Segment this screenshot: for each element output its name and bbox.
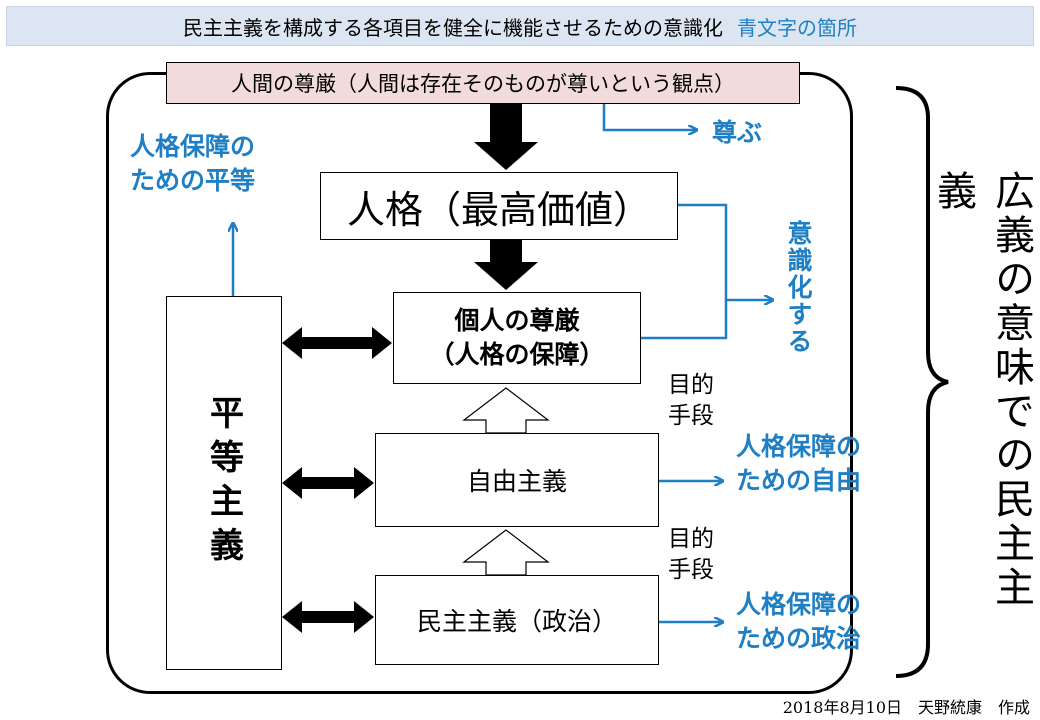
politics-purpose-label: 人格保障の ための政治 xyxy=(736,588,861,656)
liberalism-box: 自由主義 xyxy=(375,433,659,527)
purpose-2: 目的 xyxy=(668,526,714,552)
double-arrow-democracy xyxy=(282,601,374,633)
individual-dignity-line2: （人格の保障） xyxy=(429,340,605,369)
equality-purpose-line2: ための平等 xyxy=(130,165,256,195)
double-arrow-individual xyxy=(282,327,392,359)
democracy-politics-box: 民主主義（政治） xyxy=(375,575,659,665)
arrow-personality-to-individual xyxy=(474,240,538,290)
means-2: 手段 xyxy=(668,557,714,584)
purpose-means-1: 目的 手段 xyxy=(668,370,714,432)
individual-dignity-box: 個人の尊厳 （人格の保障） xyxy=(393,292,641,384)
personality-label: 人格（最高価値） xyxy=(346,187,651,232)
equality-box: 平等主義 xyxy=(166,296,282,670)
respect-label: 尊ぶ xyxy=(712,118,763,147)
human-dignity-label: 人間の尊厳（人間は存在そのものが尊いという観点） xyxy=(231,72,735,96)
arrow-liberalism-to-individual xyxy=(462,387,550,434)
arrow-dignity-to-personality xyxy=(474,104,538,170)
footer-credit: 2018年8月10日 天野統康 作成 xyxy=(782,698,1030,717)
individual-dignity-line1: 個人の尊厳 xyxy=(454,306,580,336)
purpose-1: 目的 xyxy=(668,372,714,398)
liberalism-label: 自由主義 xyxy=(466,467,567,496)
title-main: 民主主義を構成する各項目を健全に機能させるための意識化 xyxy=(183,15,723,40)
equality-purpose-line1: 人格保障の xyxy=(130,132,256,161)
become-conscious-text: 意識化する xyxy=(784,220,813,355)
arrow-democracy-to-liberalism xyxy=(462,529,550,576)
purpose-means-2: 目的 手段 xyxy=(668,524,714,586)
broad-democracy-label: 広義の意味での民主主義 xyxy=(930,170,1034,650)
title-blue-note: 青文字の箇所 xyxy=(737,15,857,40)
line-individual-conscious xyxy=(641,300,772,340)
politics-purpose-line2: ための政治 xyxy=(736,623,862,653)
means-1: 手段 xyxy=(668,403,714,430)
line-personality-conscious xyxy=(678,203,728,300)
equality-label: 平等主義 xyxy=(203,395,244,571)
freedom-purpose-label: 人格保障の ための自由 xyxy=(736,430,861,498)
title-bar: 民主主義を構成する各項目を健全に機能させるための意識化 青文字の箇所 xyxy=(6,6,1034,46)
human-dignity-box: 人間の尊厳（人間は存在そのものが尊いという観点） xyxy=(166,62,800,104)
curly-brace xyxy=(895,86,949,678)
line-respect xyxy=(602,104,696,130)
double-arrow-liberalism xyxy=(282,467,374,499)
politics-purpose-line1: 人格保障の xyxy=(736,590,862,619)
broad-democracy-text: 広義の意味での民主主義 xyxy=(930,170,1034,610)
democracy-politics-label: 民主主義（政治） xyxy=(416,607,617,636)
personality-box: 人格（最高価値） xyxy=(320,172,678,240)
equality-purpose-label: 人格保障の ための平等 xyxy=(130,130,255,198)
freedom-purpose-line1: 人格保障の xyxy=(736,432,862,461)
become-conscious-label: 意識化する xyxy=(780,220,820,361)
freedom-purpose-line2: ための自由 xyxy=(736,465,862,495)
